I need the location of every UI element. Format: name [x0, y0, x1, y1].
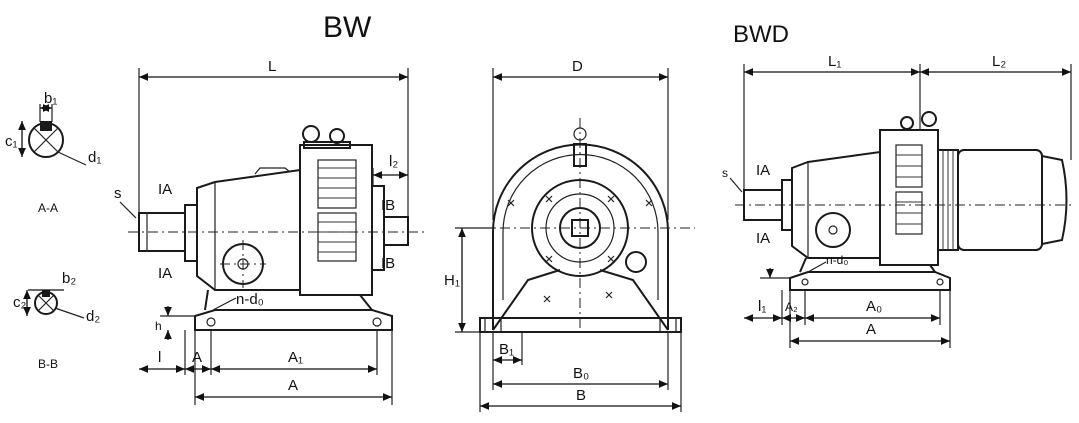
label-a1: A₁ — [288, 349, 303, 366]
section-aa: b₁ c₁ d₁ A-A — [5, 90, 101, 215]
label-l2: l₂ — [389, 153, 398, 170]
label-a2: A₂ — [785, 300, 798, 314]
label-b2: b₂ — [62, 270, 76, 287]
label-s: s — [114, 185, 122, 202]
bwd-motor — [957, 149, 1043, 251]
section-bb: b₂ c₂ d₂ B-B — [13, 270, 100, 371]
bw-base — [194, 309, 393, 331]
label-c2: c₂ — [13, 294, 27, 311]
bw-gear-body — [196, 168, 301, 291]
label-L1: L₁ — [828, 53, 841, 70]
label-c1: c₁ — [5, 133, 18, 150]
bwd-view: L₁ L₂ s IA IA — [722, 53, 1075, 348]
label-bwd-ia-bottom: IA — [756, 230, 770, 247]
keyway-a — [40, 121, 52, 131]
label-B1: B₁ — [499, 341, 514, 358]
label-H1: H₁ — [444, 272, 460, 289]
label-bwd-n-d0: n-d₀ — [826, 253, 848, 267]
front-bolt-marks — [507, 195, 653, 303]
label-section-bb: B-B — [38, 357, 58, 371]
label-n-d0: n-d₀ — [236, 291, 264, 308]
label-b1: b₁ — [44, 90, 57, 107]
label-L: L — [268, 58, 276, 75]
label-ib-top: IB — [381, 197, 395, 214]
title-bwd: BWD — [733, 21, 789, 48]
lifting-eye-2 — [329, 128, 345, 144]
label-ib-bottom: IB — [381, 255, 395, 272]
label-B: B — [576, 387, 586, 404]
label-bwd-ia-top: IA — [756, 162, 770, 179]
shaft-section-a-cross — [33, 127, 59, 153]
label-B0: B₀ — [573, 365, 589, 382]
label-l1: l₁ — [758, 298, 766, 315]
label-h: h — [155, 319, 162, 333]
label-bwd-s: s — [722, 166, 728, 180]
bw-front-view: D H₁ — [444, 58, 695, 412]
bw-output-shaft — [383, 216, 409, 246]
label-a-small: A — [192, 349, 202, 366]
lifting-eye-1 — [302, 125, 320, 143]
bwd-housing — [879, 129, 939, 266]
label-l: l — [158, 349, 161, 366]
title-bw: BW — [323, 11, 372, 44]
bw-side-view: L l₂ s — [114, 58, 425, 405]
label-ia-top: IA — [158, 181, 172, 198]
label-ia-bottom: IA — [158, 265, 172, 282]
leader-d1 — [57, 151, 87, 166]
label-L2: L₂ — [992, 53, 1006, 70]
label-D: D — [572, 58, 583, 75]
label-d2: d₂ — [86, 308, 100, 325]
leader-d2 — [54, 307, 85, 319]
bwd-motor-fan-cover — [1041, 155, 1068, 245]
label-bwd-a: A — [866, 321, 876, 338]
bwd-cover-circle — [815, 212, 851, 248]
label-section-aa: A-A — [38, 201, 58, 215]
label-a0: A₀ — [866, 298, 882, 315]
keyway-b — [42, 290, 50, 297]
front-oil-plug — [625, 251, 647, 273]
label-d1: d₁ — [88, 149, 101, 166]
bwd-lifting-eye — [921, 111, 937, 127]
label-a: A — [288, 377, 298, 394]
bwd-base — [789, 271, 951, 291]
